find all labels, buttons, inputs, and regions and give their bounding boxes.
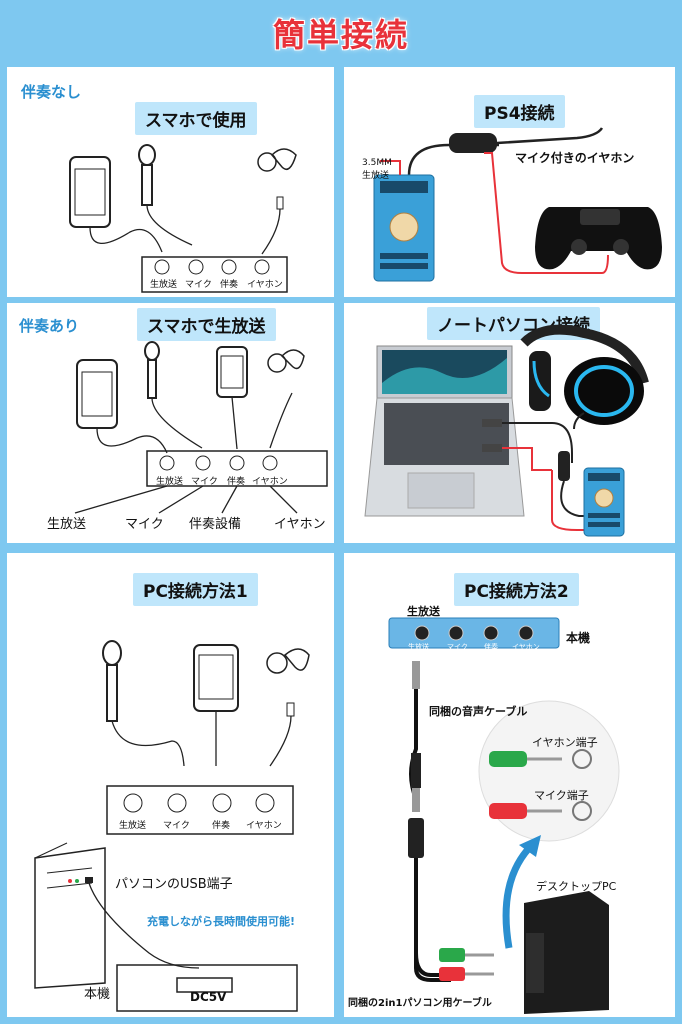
unit-port-accompaniment: 伴奏: [484, 643, 498, 651]
bottom-label-accompaniment-device: 伴奏設備: [189, 517, 242, 532]
bottom-label-mic: マイク: [125, 517, 164, 532]
panel-laptop: ノートパソコン接続: [344, 303, 675, 543]
port-label-earphone: イヤホン: [246, 821, 282, 831]
splitter-cable-label: 同梱の2in1パソコン用ケーブル: [348, 998, 492, 1009]
port-label-mic: マイク: [185, 280, 212, 290]
pc-method-2-diagram: [388, 617, 620, 1014]
panel-heading: PC接続方法1: [133, 573, 258, 606]
port-label-earphone: イヤホン: [247, 280, 283, 290]
connection-diagram: [74, 341, 328, 514]
port-label-accompaniment: 伴奏: [227, 477, 246, 487]
panel-ps4: PS4接続 3.5MM 生放送 マイク付きのイヤホン: [344, 67, 675, 297]
port-label-mic: マイク: [191, 477, 218, 487]
port-label-accompaniment: 伴奏: [212, 821, 231, 831]
jack-size-label: 3.5MM: [362, 158, 392, 168]
usb-port-label: パソコンのUSB端子: [115, 877, 233, 892]
ps4-diagram: [373, 127, 662, 282]
bottom-label-earphone: イヤホン: [274, 517, 326, 532]
mic-jack-label: マイク端子: [534, 789, 589, 802]
panel-heading: スマホで使用: [135, 102, 257, 135]
panel-heading: PS4接続: [474, 95, 565, 128]
panel-pc-method-1: PC接続方法1 生放送 マイク 伴奏 イヤホン: [7, 553, 334, 1017]
power-label: DC5V: [190, 990, 227, 1004]
laptop-diagram: [364, 324, 649, 537]
desktop-pc-label: デスクトップPC: [536, 880, 617, 893]
earphone-jack-label: イヤホン端子: [532, 736, 598, 749]
top-live-label: 生放送: [407, 605, 440, 618]
bottom-label-live: 生放送: [47, 517, 87, 532]
pc-method-1-diagram: [34, 640, 310, 1012]
panel-heading: PC接続方法2: [454, 573, 579, 606]
earphone-label: マイク付きのイヤホン: [515, 151, 635, 165]
audio-cable-label: 同梱の音声ケーブル: [429, 705, 528, 718]
unit-port-earphone: イヤホン: [512, 643, 540, 651]
port-label-live: 生放送: [156, 477, 184, 487]
unit-port-mic: マイク: [447, 643, 468, 651]
unit-port-live: 生放送: [408, 643, 429, 651]
panel-pc-method-2: PC接続方法2 生放送 本機 生放送 マイク 伴: [344, 553, 675, 1017]
charge-note: 充電しながら長時間使用可能!: [147, 915, 296, 928]
panel-heading: スマホで生放送: [137, 308, 276, 341]
port-label-accompaniment: 伴奏: [220, 280, 239, 290]
connection-diagram: [69, 144, 297, 293]
port-label-mic: マイク: [163, 821, 190, 831]
panel-live-smartphone: 伴奏あり スマホで生放送 生放送 マイク 伴奏 イヤホン 生放送 マイク 伴奏設…: [7, 303, 334, 543]
panel-smartphone-use: 伴奏なし スマホで使用 生放送 マイク 伴奏 イヤホン: [7, 67, 334, 297]
unit-label: 本機: [84, 987, 111, 1002]
unit-label: 本機: [566, 631, 591, 645]
port-label-earphone: イヤホン: [252, 477, 288, 487]
page-title: 簡単接続: [272, 16, 409, 54]
live-label: 生放送: [362, 171, 390, 181]
tag-with-accompaniment: 伴奏あり: [19, 317, 80, 335]
tag-no-accompaniment: 伴奏なし: [21, 83, 82, 101]
port-label-live: 生放送: [119, 821, 147, 831]
port-label-live: 生放送: [150, 280, 178, 290]
